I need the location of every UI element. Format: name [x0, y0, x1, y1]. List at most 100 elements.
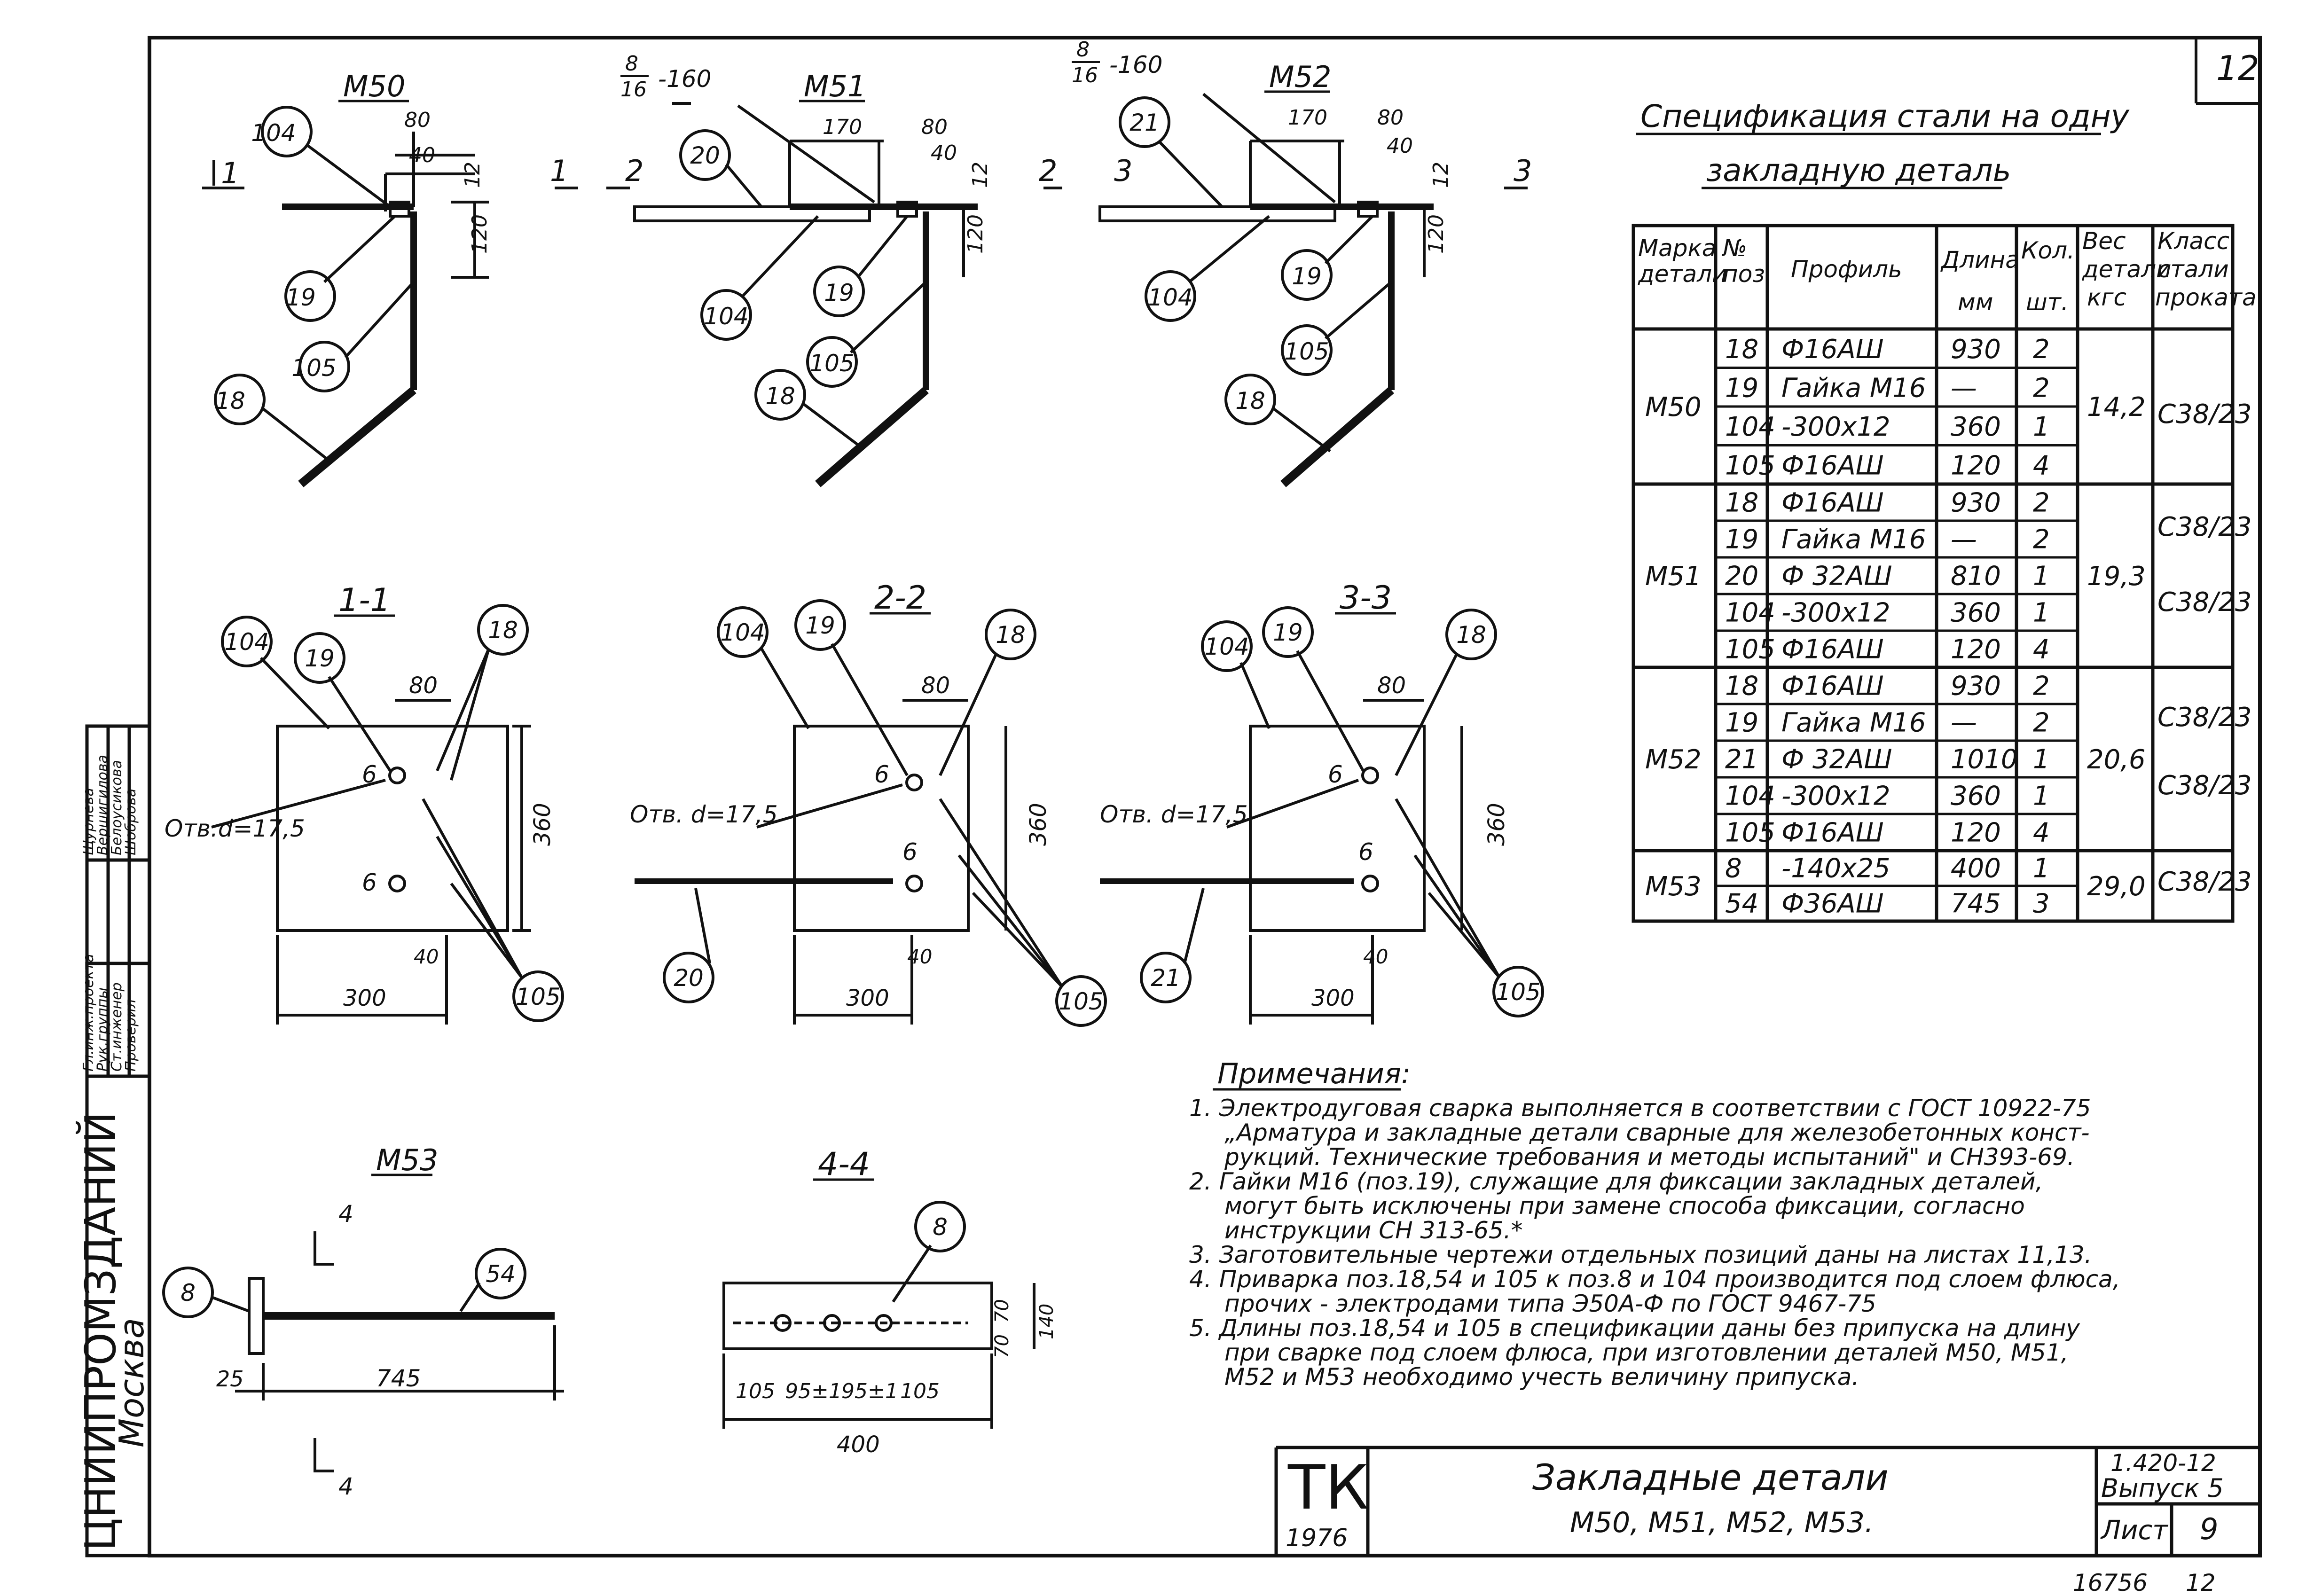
dim-120: 120 [964, 214, 988, 254]
cut-mark-4: 4 [338, 1473, 353, 1500]
spec-profile-cell: Ф16АШ [1781, 634, 1884, 665]
label-18: 18 [215, 387, 245, 415]
label-20: 20 [690, 142, 720, 169]
spec-qty-cell: 2 [2033, 334, 2050, 365]
spec-length-cell: 930 [1951, 334, 2001, 365]
spec-pos-cell: 20 [1725, 561, 1758, 592]
section-title-3-3: 3-3 [1340, 579, 1392, 617]
note-line: 1. Электродуговая сварка выполняется в с… [1189, 1095, 2091, 1122]
spec-pos-cell: 19 [1725, 373, 1758, 403]
dim-12: 12 [968, 162, 992, 188]
hdr-cls-2: стали [2157, 256, 2229, 283]
spec-length-cell: 120 [1951, 634, 2001, 665]
hole-note: Отв.d=17,5 [165, 815, 305, 842]
label-105: 105 [1496, 978, 1540, 1006]
label-105: 105 [291, 354, 336, 382]
issue: Выпуск 5 [2101, 1473, 2224, 1503]
detail-m50-title: М50 [343, 69, 405, 103]
dim-360: 360 [1483, 803, 1510, 846]
label-105: 105 [1059, 988, 1103, 1015]
spec-length-cell: 120 [1951, 818, 2001, 848]
section-title-4-4: 4-4 [818, 1146, 870, 1183]
dim-80: 80 [1377, 673, 1406, 699]
detail-m52-text: М52 8 16 -160 2 3 21 104 19 105 18 170 8… [1039, 38, 1532, 415]
label-105: 105 [809, 350, 854, 377]
side-stamp-text: ЦНИИПРОМЗДАНИЙ Москва Гл.инж.проектаРук.… [75, 755, 151, 1551]
note-line: 4. Приварка поз.18,54 и 105 к поз.8 и 10… [1189, 1266, 2120, 1293]
label-19: 19 [305, 645, 335, 672]
spec-qty-cell: 2 [2033, 524, 2050, 555]
dim-12: 12 [1429, 162, 1453, 188]
dim-12: 12 [461, 162, 485, 188]
dim-95: 95±1 [785, 1379, 842, 1403]
section-1-1-text: 1-1 104 19 18 105 Отв.d=17,5 6 6 80 360 … [165, 582, 561, 1011]
fraction-num: 8 [1076, 38, 1090, 62]
note-line: 5. Длины поз.18,54 и 105 в спецификации … [1189, 1314, 2080, 1342]
dim-40: 40 [409, 143, 435, 167]
stamp-name: Щурнева [80, 788, 97, 855]
spec-class-cell: С38/23 [2157, 867, 2251, 897]
mark-6: 6 [902, 838, 918, 866]
hdr-mark-2: детали [1638, 260, 1727, 288]
label-19: 19 [824, 279, 854, 306]
spec-length-cell: 360 [1951, 781, 2001, 812]
spec-pos-cell: 18 [1725, 334, 1758, 365]
section-1-1 [211, 604, 564, 1025]
mark-6: 6 [874, 761, 889, 788]
dim-40: 40 [414, 945, 439, 968]
label-18: 18 [488, 617, 518, 644]
hdr-pos-2: поз. [1723, 260, 1773, 288]
spec-profile-cell: Гайка М16 [1781, 708, 1926, 738]
spec-pos-cell: 19 [1725, 708, 1758, 738]
label-19: 19 [805, 612, 835, 639]
tk-logo: ТК [1287, 1452, 1369, 1523]
dim-80: 80 [921, 673, 950, 699]
dim-300: 300 [343, 985, 386, 1011]
spec-pos-cell: 104 [1725, 598, 1775, 628]
spec-length-cell: 1010 [1951, 744, 2018, 775]
hdr-pos-1: № [1721, 235, 1747, 262]
note-line: прочих - электродами типа Э50А-Ф по ГОСТ… [1224, 1290, 1876, 1317]
spec-pos-cell: 104 [1725, 412, 1775, 442]
label-18: 18 [765, 383, 795, 410]
spec-length-cell: — [1951, 373, 1977, 403]
spec-pos-cell: 19 [1725, 524, 1758, 555]
spec-pos-cell: 105 [1725, 450, 1775, 481]
spec-length-cell: — [1951, 708, 1977, 738]
spec-pos-cell: 105 [1725, 634, 1775, 665]
spec-profile-cell: -140х25 [1781, 853, 1890, 884]
stamp-role: Проверил [123, 999, 139, 1072]
dim-40: 40 [1387, 134, 1413, 158]
label-19: 19 [1292, 263, 1322, 290]
dim-80: 80 [921, 115, 948, 139]
spec-qty-cell: 1 [2033, 853, 2050, 884]
spec-profile-cell: Ф 32АШ [1781, 561, 1892, 592]
spec-profile-cell: Гайка М16 [1781, 373, 1926, 403]
mark-6: 6 [362, 869, 377, 896]
dim-25: 25 [216, 1366, 244, 1392]
spec-mark-cell: М53 [1645, 871, 1702, 902]
hdr-profile: Профиль [1791, 256, 1902, 283]
label-21: 21 [1151, 964, 1181, 992]
spec-pos-cell: 18 [1725, 488, 1758, 518]
detail-m50-text: М50 1 104 19 105 18 80 40 12 120 [215, 69, 492, 415]
spec-profile-cell: Ф16АШ [1781, 671, 1884, 702]
dim-95: 95±1 [841, 1379, 898, 1403]
label-104: 104 [224, 628, 269, 656]
note-line: 2. Гайки М16 (поз.19), служащие для фикс… [1189, 1168, 2043, 1195]
spec-pos-cell: 18 [1725, 671, 1758, 702]
spec-pos-cell: 104 [1725, 781, 1775, 812]
spec-qty-cell: 4 [2033, 634, 2050, 665]
spec-length-cell: — [1951, 524, 1977, 555]
dim-360: 360 [529, 803, 556, 846]
spec-profile-cell: Гайка М16 [1781, 524, 1926, 555]
spec-profile-cell: Ф16АШ [1781, 488, 1884, 518]
section-mark-1: 1 [550, 154, 568, 188]
detail-m53-title: М53 [376, 1143, 438, 1177]
spec-class-cell: С38/23 [2157, 399, 2251, 430]
sheet-number: 9 [2200, 1512, 2218, 1546]
spec-qty-cell: 2 [2033, 708, 2050, 738]
spec-profile-cell: -300х12 [1781, 598, 1890, 628]
